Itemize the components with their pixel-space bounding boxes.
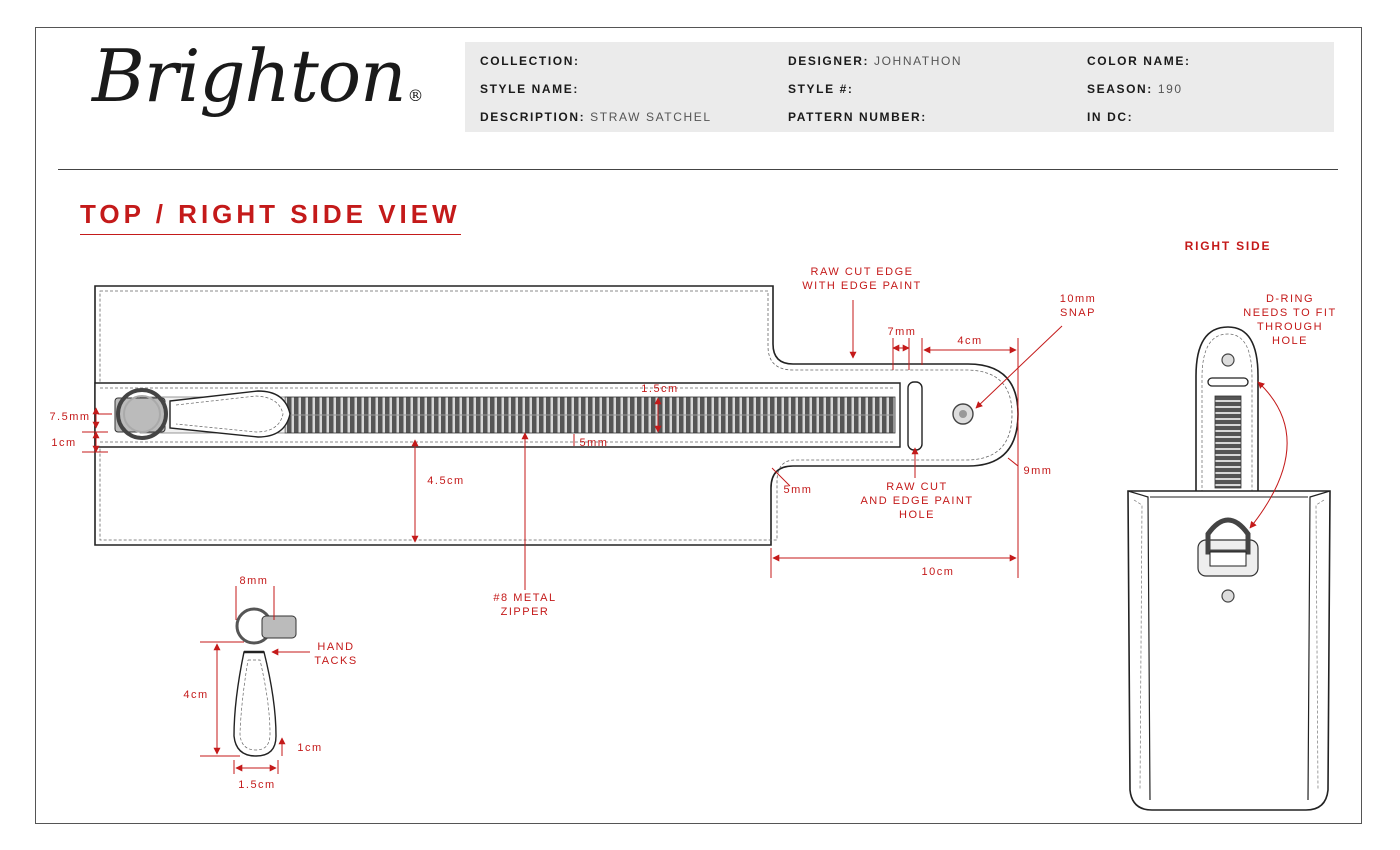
view-title: TOP / RIGHT SIDE VIEW xyxy=(80,199,461,235)
header-divider xyxy=(58,169,1338,170)
pattern-number-field: PATTERN NUMBER: xyxy=(788,110,927,124)
pull-dim-1cm-label: 1cm xyxy=(297,742,322,754)
d-ring-label-1: D-RING xyxy=(1266,293,1314,305)
season-label: SEASON: xyxy=(1087,82,1153,96)
registered-mark: ® xyxy=(407,86,423,105)
zipper-label-1: #8 METAL xyxy=(493,592,556,604)
dim-5mm-label-a: 5mm xyxy=(580,437,609,449)
season-value: 190 xyxy=(1157,82,1183,96)
hand-tacks-label-2: TACKS xyxy=(314,655,357,667)
dimension-lines xyxy=(82,300,1288,774)
snap-leader xyxy=(975,325,1063,409)
snap-label-1: 10mm xyxy=(1060,293,1097,305)
brand-logo: Brighton® xyxy=(92,40,423,112)
style-name-label: STYLE NAME: xyxy=(480,82,579,96)
season-field: SEASON: 190 xyxy=(1087,82,1183,96)
collection-label: COLLECTION: xyxy=(480,54,580,68)
pattern-number-label: PATTERN NUMBER: xyxy=(788,110,927,124)
dim-5mm-label-b: 5mm xyxy=(784,484,813,496)
zipper-pull-detail xyxy=(233,607,297,757)
pull-dim-1-5cm-label: 1.5cm xyxy=(238,779,275,791)
in-dc-label: IN DC: xyxy=(1087,110,1134,124)
dim-1-5cm-label: 1.5cm xyxy=(641,383,678,395)
designer-label: DESIGNER: xyxy=(788,54,870,68)
raw-cut-hole-label-2: AND EDGE PAINT xyxy=(860,495,973,507)
dim-4-5cm-label: 4.5cm xyxy=(427,475,464,487)
pull-dim-4cm-label: 4cm xyxy=(183,689,208,701)
designer-field: DESIGNER: JOHNATHON xyxy=(788,54,962,68)
dim-1cm-label: 1cm xyxy=(51,437,76,449)
style-number-field: STYLE #: xyxy=(788,82,853,96)
raw-cut-hole-label-1: RAW CUT xyxy=(886,481,947,493)
dim-4cm-label: 4cm xyxy=(957,335,982,347)
raw-cut-hole-label-3: HOLE xyxy=(899,509,935,521)
hand-tacks-label-1: HAND xyxy=(317,641,354,653)
description-value: STRAW SATCHEL xyxy=(590,110,712,124)
collection-field: COLLECTION: xyxy=(480,54,580,68)
raw-cut-edge-label-2: WITH EDGE PAINT xyxy=(802,280,921,292)
dim-10cm-label: 10cm xyxy=(922,566,955,578)
pull-dim-8mm-label: 8mm xyxy=(240,575,269,587)
dim-9mm-label: 9mm xyxy=(1024,465,1053,477)
right-side-title: RIGHT SIDE xyxy=(1185,239,1272,253)
snap-label-2: SNAP xyxy=(1060,307,1096,319)
d-ring-label-3: THROUGH xyxy=(1257,321,1323,333)
style-number-label: STYLE #: xyxy=(788,82,854,96)
in-dc-field: IN DC: xyxy=(1087,110,1133,124)
brand-logo-text: Brighton xyxy=(92,34,406,118)
d-ring-leader xyxy=(1249,381,1288,529)
d-ring-label-4: HOLE xyxy=(1272,335,1308,347)
zipper-label-2: ZIPPER xyxy=(501,606,550,618)
d-ring-label-2: NEEDS TO FIT xyxy=(1243,307,1336,319)
right-side-drawing xyxy=(1127,326,1331,811)
dim-7mm-label: 7mm xyxy=(888,326,917,338)
spec-info-panel: COLLECTION: DESIGNER: JOHNATHON COLOR NA… xyxy=(465,42,1334,132)
top-panel-drawing xyxy=(94,285,1019,546)
description-field: DESCRIPTION: STRAW SATCHEL xyxy=(480,110,712,124)
color-name-field: COLOR NAME: xyxy=(1087,54,1191,68)
dim-7-5mm-label: 7.5mm xyxy=(49,411,90,423)
description-label: DESCRIPTION: xyxy=(480,110,586,124)
color-name-label: COLOR NAME: xyxy=(1087,54,1191,68)
style-name-field: STYLE NAME: xyxy=(480,82,579,96)
designer-value: JOHNATHON xyxy=(874,54,963,68)
raw-cut-edge-label-1: RAW CUT EDGE xyxy=(811,266,914,278)
